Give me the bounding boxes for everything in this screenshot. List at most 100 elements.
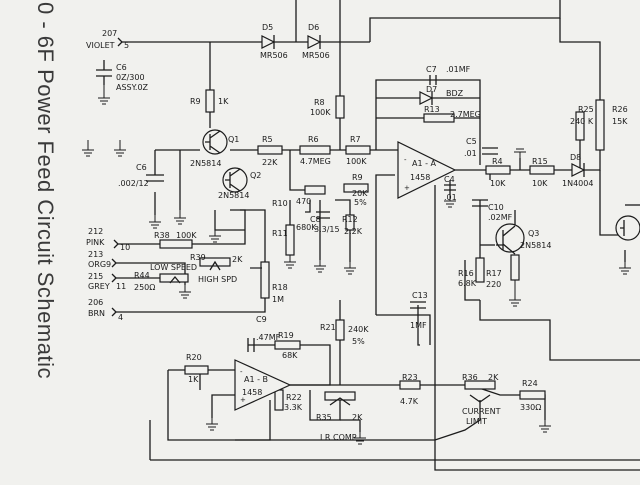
r12-label: R12 — [342, 215, 358, 224]
r17-label: R17 — [486, 269, 502, 278]
component-labels: D5 MR506 D6 MR506 C6 0Z/300 ASSY.0Z R9 1… — [116, 23, 628, 442]
diode-d7 — [419, 91, 434, 105]
q1-label: Q1 — [228, 135, 239, 144]
current-label: CURRENT — [462, 407, 501, 416]
r24-label: R24 — [522, 379, 538, 388]
wire-5-label: 5 — [124, 41, 129, 50]
r15-label: R15 — [532, 157, 548, 166]
c6-top-label: C6 — [116, 63, 127, 72]
c6-label: C6 — [136, 163, 147, 172]
r44-value: 250Ω — [134, 283, 155, 292]
c6-top-value-2: ASSY.0Z — [116, 83, 149, 92]
r9b-value-2: 5% — [354, 198, 367, 207]
d7-label: D7 — [426, 85, 437, 94]
potentiometers — [169, 260, 491, 406]
r17-value: 220 — [486, 280, 501, 289]
r35-label: R35 — [316, 413, 332, 422]
svg-text:-: - — [404, 156, 407, 164]
r25-value: 240 K — [570, 117, 594, 126]
r23-value: 4.7K — [400, 397, 419, 406]
d5-value: MR506 — [260, 51, 288, 60]
r10-label: R10 — [272, 199, 288, 208]
r13-value: 2.7MEG — [450, 110, 481, 119]
r19-label: R19 — [278, 331, 294, 340]
svg-text:+: + — [240, 396, 246, 404]
wire-labels: 207 VIOLET 5 212 PINK 10 213 ORG 9 215 G… — [86, 29, 130, 322]
wire-212-label: 212 — [88, 227, 103, 236]
r8-value: 100K — [310, 108, 331, 117]
q3-value: 2N5814 — [520, 241, 551, 250]
opamp-b-label: A1 - B — [244, 375, 268, 384]
c6-value: .002/12 — [118, 179, 149, 188]
q3-label: Q3 — [528, 229, 539, 238]
connector-arrows — [111, 37, 123, 317]
r23-label: R23 — [402, 373, 418, 382]
r21-value-2: 5% — [352, 337, 365, 346]
svg-text:-: - — [240, 368, 243, 376]
diode-d6 — [307, 35, 322, 49]
r22-label: R22 — [286, 393, 302, 402]
r38-label: R38 — [154, 231, 170, 240]
r26-label: R26 — [612, 105, 628, 114]
r8-label: R8 — [314, 98, 325, 107]
r7-value: 100K — [346, 157, 367, 166]
wire-207-label: 207 — [102, 29, 117, 38]
r39-value: 2K — [232, 255, 243, 264]
r16-value: 6.8K — [458, 279, 477, 288]
r5-label: R5 — [262, 135, 273, 144]
r21-label: R21 — [320, 323, 336, 332]
q1-value: 2N5814 — [190, 159, 221, 168]
wire-violet-label: VIOLET — [86, 41, 115, 50]
c4-label: C4 — [444, 175, 455, 184]
r9-value: 1K — [218, 97, 229, 106]
c5-label: C5 — [466, 137, 477, 146]
r9-label: R9 — [190, 97, 201, 106]
limit-label: LIMIT — [466, 417, 487, 426]
r7-label: R7 — [350, 135, 361, 144]
r39-label: R39 — [190, 253, 206, 262]
wire-grey-label: GREY — [88, 282, 110, 291]
diode-d5 — [261, 35, 276, 49]
r18-value: 1M — [272, 295, 284, 304]
opamp-b-value: 1458 — [242, 388, 262, 397]
c7-label: C7 — [426, 65, 437, 74]
r16-label: R16 — [458, 269, 474, 278]
wire-11-label: 11 — [116, 282, 126, 291]
high-speed-label: HIGH SPD — [198, 275, 237, 284]
opamp-a-value: 1458 — [410, 173, 430, 182]
r22-value: 3.3K — [284, 403, 303, 412]
r9b-value: 20K — [352, 189, 368, 198]
opamp-a: - + — [397, 141, 457, 199]
r10-value: 470 — [296, 197, 311, 206]
r4-value: 10K — [490, 179, 506, 188]
wire-org-label: ORG — [88, 260, 106, 269]
opamp-b: - + — [234, 359, 292, 411]
c9-label: C9 — [256, 315, 267, 324]
r18-label: R18 — [272, 283, 288, 292]
diode-d8 — [571, 163, 586, 177]
wire-pink-label: PINK — [86, 238, 105, 247]
d7-value: BDZ — [446, 89, 464, 98]
q2-label: Q2 — [250, 171, 261, 180]
r5-value: 22K — [262, 158, 278, 167]
r6-label: R6 — [308, 135, 319, 144]
low-speed-label: LOW SPEED — [150, 263, 197, 272]
r21-value: 240K — [348, 325, 369, 334]
opamp-a-label: A1 - A — [412, 159, 437, 168]
q2-value: 2N5814 — [218, 191, 249, 200]
d6-label: D6 — [308, 23, 319, 32]
transistor-q2 — [222, 167, 248, 193]
capacitors — [96, 60, 498, 352]
r11-value: 680K — [296, 223, 317, 232]
wire-213-label: 213 — [88, 250, 103, 259]
c8-label: C8 — [310, 215, 321, 224]
d8-value: 1N4004 — [562, 179, 593, 188]
d8-label: D8 — [570, 153, 581, 162]
c10-value: .02MF — [488, 213, 513, 222]
c9-value: .47MF — [256, 333, 281, 342]
c13-value: 1MF — [410, 321, 427, 330]
transistor-q1 — [202, 129, 228, 155]
c6-top-value: 0Z/300 — [116, 73, 145, 82]
r6-value: 4.7MEG — [300, 157, 331, 166]
